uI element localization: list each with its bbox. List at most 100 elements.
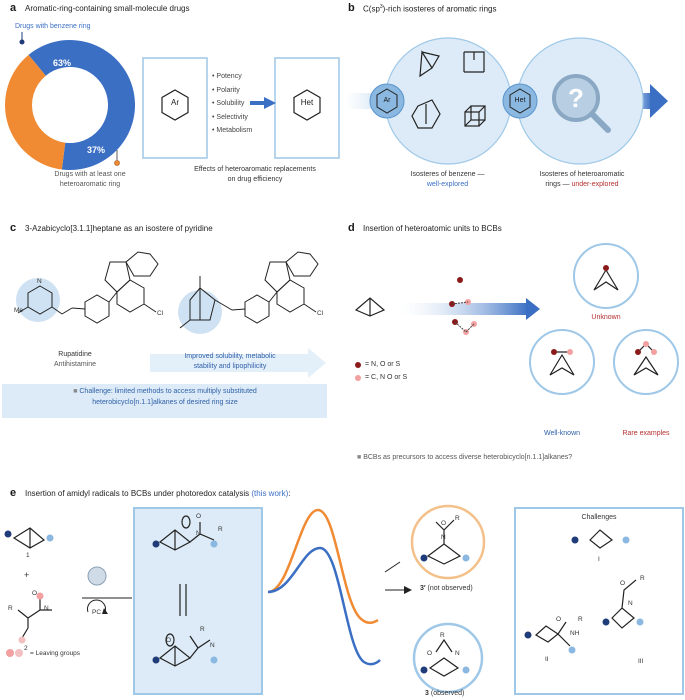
- b-left-line1: Isosteres of benzene —: [410, 171, 485, 178]
- c-n-label: N: [37, 278, 42, 285]
- donut-segment-benzene: [28, 40, 135, 171]
- improved-caption: Improved solubility, metabolic stability…: [150, 352, 310, 372]
- panel-c-title: 3-Azabicyclo[3.1.1]heptane as an isoster…: [25, 224, 213, 233]
- iii-n: N: [628, 600, 633, 607]
- b-arrow: [650, 84, 668, 118]
- donut-center-line1: Drugs with: [58, 97, 92, 104]
- mech-n-top: N: [196, 530, 201, 537]
- c2-r: R: [8, 605, 13, 612]
- mech-o-top: O: [196, 513, 202, 520]
- panel-a-letter: a: [10, 2, 17, 14]
- panel-c-letter: c: [10, 222, 17, 234]
- bcb-sketch: [354, 297, 386, 317]
- ii-r: R: [578, 616, 583, 623]
- azabicycle-analog-structure: [179, 251, 319, 329]
- ar-box: [142, 57, 208, 159]
- panel-b-title: C(sp3)-rich isosteres of aromatic rings: [363, 4, 497, 14]
- rare-examples-label: Rare examples: [622, 430, 670, 437]
- rupatidine-caption: Rupatidine Antihistamine: [5, 350, 145, 370]
- ar-node: [369, 83, 405, 119]
- donut-center-line2: aromatic units: [53, 107, 97, 114]
- improved-line2: stability and lipophilicity: [193, 363, 267, 370]
- panel-c-graphic: [2, 251, 327, 418]
- b-right-caption: Isosteres of heteroaromatic rings — unde…: [517, 170, 647, 190]
- challenge-text: ■ Challenge: limited methods to access m…: [5, 386, 325, 408]
- label-II: II: [545, 656, 549, 663]
- p3p-o: O: [441, 520, 447, 527]
- compound-1-structure: [12, 527, 46, 549]
- a-arrow: [264, 97, 276, 109]
- hetero-marker-dot: [114, 160, 120, 166]
- benzene-drugs-label: Drugs with benzene ring: [15, 23, 91, 30]
- ii-nh: NH: [570, 630, 580, 637]
- property-list: • Potency • Polarity • Solubility • Sele…: [212, 70, 252, 138]
- isostere-sketches: [411, 50, 486, 129]
- panel-e-title: Insertion of amidyl radicals to BCBs und…: [25, 489, 291, 498]
- pyridine-highlight: [16, 278, 60, 322]
- property-selectivity: • Selectivity: [212, 113, 248, 121]
- legend-light-label: = C, N O or S: [365, 374, 408, 381]
- label-III: III: [638, 658, 644, 665]
- b-left-line2: well-explored: [426, 181, 469, 188]
- het-node: [502, 83, 538, 119]
- p3-o: O: [427, 650, 433, 657]
- lamp-icon: [87, 566, 107, 586]
- energy-curve-orange: [267, 508, 379, 624]
- p3-r: R: [440, 632, 445, 639]
- mech-r-top: R: [218, 526, 223, 533]
- challenge-line1: ■ Challenge: limited methods to access m…: [73, 388, 257, 395]
- panel-e-graphic: [4, 504, 684, 695]
- p3-n: N: [455, 650, 460, 657]
- compound-1-label: 1: [26, 552, 30, 559]
- leaving-groups-label: = Leaving groups: [30, 650, 81, 657]
- panel-a-caption: Effects of heteroaromatic replacements o…: [170, 165, 340, 185]
- challenge-box: [2, 384, 327, 418]
- well-known-circle: [529, 329, 595, 395]
- donut-segment-hetero: [4, 54, 66, 170]
- c-cl-label: Cl: [157, 310, 164, 317]
- challenges-title: Challenges: [581, 514, 617, 521]
- b-het-label: Het: [514, 97, 526, 104]
- panel-b-graphic: ?: [345, 37, 668, 165]
- ii-o: O: [556, 616, 562, 623]
- label-3: 3 (observed): [425, 690, 465, 697]
- caption-line1: Effects of heteroaromatic replacements: [194, 166, 316, 173]
- het-hexagon: [293, 89, 321, 121]
- pct-37: 37%: [86, 145, 105, 155]
- mech-n-bottom: N: [210, 642, 215, 649]
- c2-o: O: [32, 590, 38, 597]
- label-3prime: 3′ (not observed): [420, 585, 473, 592]
- c2-n: N: [44, 605, 49, 612]
- p3p-n: N: [441, 534, 446, 541]
- label-I: I: [598, 556, 600, 563]
- compound-2-label: 2: [24, 645, 28, 652]
- compound-2-structure: [17, 598, 52, 639]
- b-ar-label: Ar: [383, 97, 391, 104]
- mech-r-bottom: R: [200, 626, 205, 633]
- het-label: Het: [300, 98, 314, 107]
- property-metabolism: • Metabolism: [212, 127, 253, 134]
- panel-d-graphic: [354, 243, 679, 395]
- d-arrow: [526, 298, 540, 320]
- product-3-circle: [412, 622, 484, 694]
- ar-hexagon: [161, 89, 189, 121]
- ar-label: Ar: [171, 98, 179, 107]
- panel-a-graphic: [4, 32, 340, 171]
- hetero-drugs-label: Drugs with at least one heteroaromatic r…: [20, 170, 160, 190]
- c-cl-label-2: Cl: [317, 310, 324, 317]
- product-3prime-circle: [410, 504, 486, 580]
- well-known-label: Well-known: [543, 430, 581, 437]
- panel-b-letter: b: [348, 2, 355, 14]
- pct-63: 63%: [52, 58, 71, 68]
- c-me-label: Me: [14, 307, 24, 314]
- benzene-marker-dot: [19, 39, 25, 45]
- iii-r: R: [640, 575, 645, 582]
- unknown-circle: [573, 243, 639, 309]
- hetero-atom-dot: [457, 277, 463, 283]
- p3p-r: R: [455, 515, 460, 522]
- donut-center-text: Drugs with aromatic units: [30, 96, 120, 116]
- mech-o-bottom: O: [166, 637, 172, 644]
- rare-examples-circle: [613, 329, 679, 395]
- property-solubility: • Solubility: [212, 100, 245, 107]
- hetero-line1: Drugs with at least one: [54, 171, 126, 178]
